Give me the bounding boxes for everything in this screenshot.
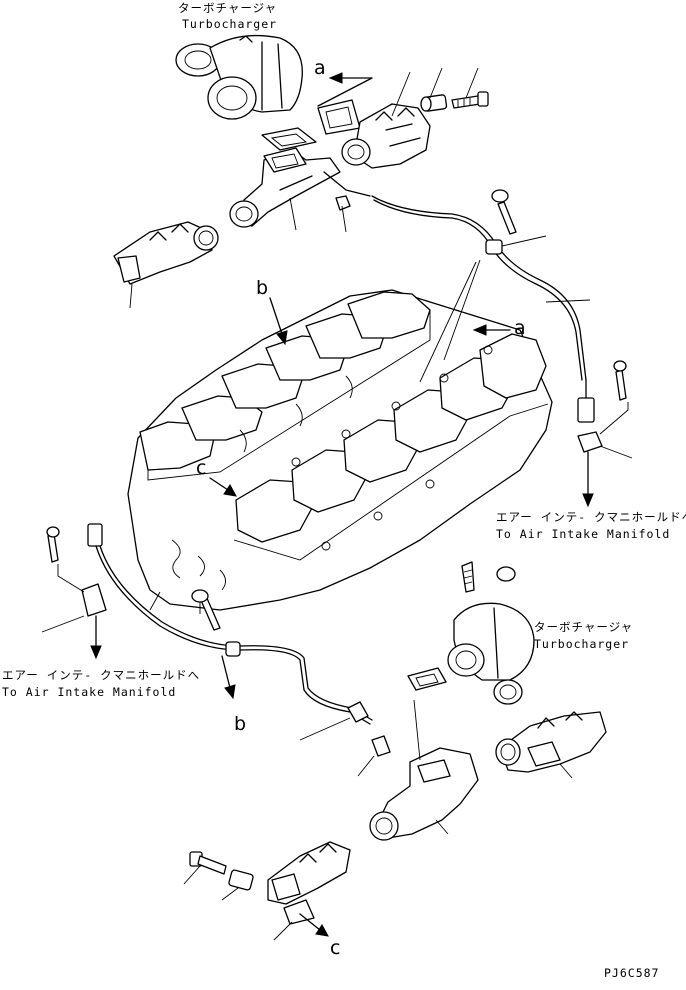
- turbocharger-right-label-jp: ターボチャージャ: [534, 620, 634, 634]
- intake-right-label-jp: エアー インテ- クマニホールドへ: [496, 510, 686, 524]
- figure-code: PJ6C587: [604, 966, 660, 980]
- callout-b-lower: b: [234, 713, 247, 735]
- gasket-lower: [407, 667, 447, 691]
- spacer-bolt-top: [420, 91, 489, 112]
- sensor-tube-left: [87, 523, 373, 741]
- exhaust-manifold-middle: [229, 147, 341, 228]
- clamp-bolt-upper: [497, 201, 517, 235]
- leader-engine: [419, 259, 481, 383]
- callout-a-top: a: [314, 57, 326, 79]
- callout-c-lower: c: [330, 937, 341, 959]
- exhaust-manifold-lower-left: [267, 841, 351, 941]
- fitting-upper: [335, 195, 351, 211]
- tube-clamp-upper: [485, 239, 503, 255]
- arrow-b-upper: [269, 297, 288, 346]
- turbocharger-top-label-en: Turbocharger: [182, 17, 278, 31]
- callout-b-upper: b: [256, 277, 269, 299]
- turbocharger-right: [447, 561, 535, 705]
- arrow-c-lower: [299, 913, 329, 937]
- arrow-b-lower: [221, 655, 236, 700]
- arrow-a-right: [472, 324, 511, 336]
- gasket-top: [261, 127, 317, 151]
- bracket-left: [41, 526, 107, 660]
- callout-a-right: a: [514, 317, 526, 339]
- sensor-tube-right: [371, 195, 587, 381]
- intake-right-label-en: To Air Intake Manifold: [496, 527, 671, 541]
- callout-c-upper: c: [196, 457, 207, 479]
- spacer-bolt-lower: [183, 851, 254, 901]
- intake-left-label-jp: エアー インテ- クマニホールドへ: [2, 668, 201, 682]
- connector-right: [577, 397, 595, 423]
- turbocharger-right-label-en: Turbocharger: [534, 637, 630, 651]
- intake-left-label-en: To Air Intake Manifold: [2, 685, 177, 699]
- engine-block: [127, 289, 553, 614]
- exhaust-manifold-lower-center: [357, 699, 479, 841]
- turbocharger-top: [175, 34, 303, 120]
- exhaust-manifold-lower-right: [495, 711, 607, 779]
- bracket-right: [577, 360, 633, 508]
- exhaust-manifold-upper-right: [317, 99, 431, 169]
- turbocharger-top-label-jp: ターボチャージャ: [178, 1, 278, 15]
- arrow-c-upper: [209, 477, 237, 497]
- arrow-a-top: [317, 72, 373, 107]
- exhaust-manifold-left-small: [113, 221, 219, 309]
